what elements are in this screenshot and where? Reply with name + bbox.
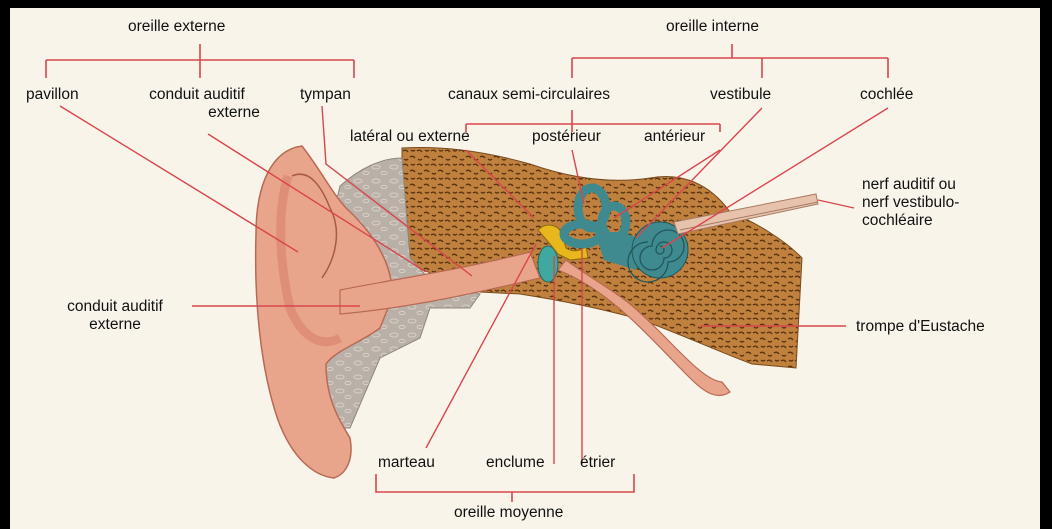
label-cochlee: cochlée	[860, 86, 913, 104]
label-nerf-line2: nerf vestibulo-	[862, 194, 959, 212]
label-pavillon: pavillon	[26, 86, 79, 104]
label-oreille-interne: oreille interne	[666, 18, 759, 36]
label-tympan: tympan	[300, 86, 351, 104]
label-oreille-externe: oreille externe	[128, 18, 225, 36]
label-enclume: enclume	[486, 454, 545, 472]
label-etrier: étrier	[580, 454, 615, 472]
diagram-canvas: oreille externe oreille interne pavillon…	[10, 8, 1040, 529]
label-lateral: latéral ou externe	[350, 128, 470, 146]
tympanic-membrane	[538, 246, 558, 282]
label-conduit-auditif-left-line1: conduit auditif	[30, 298, 200, 316]
temporal-bone	[402, 148, 802, 368]
label-canaux: canaux semi-circulaires	[448, 86, 610, 104]
label-anterieur: antérieur	[644, 128, 705, 146]
label-marteau: marteau	[378, 454, 435, 472]
label-oreille-moyenne: oreille moyenne	[454, 504, 563, 522]
label-conduit-auditif-top-line1: conduit auditif	[122, 86, 272, 104]
label-conduit-auditif-left-line2: externe	[30, 316, 200, 334]
label-nerf: nerf auditif ou nerf vestibulo- cochléai…	[862, 176, 959, 230]
label-nerf-line1: nerf auditif ou	[862, 176, 959, 194]
label-conduit-auditif-left: conduit auditif externe	[30, 298, 200, 334]
label-vestibule: vestibule	[710, 86, 771, 104]
label-nerf-line3: cochléaire	[862, 212, 959, 230]
label-conduit-auditif-top-line2: externe	[122, 104, 272, 122]
label-conduit-auditif-top: conduit auditif externe	[122, 86, 272, 122]
label-trompe: trompe d'Eustache	[856, 318, 985, 336]
label-posterieur: postérieur	[532, 128, 601, 146]
